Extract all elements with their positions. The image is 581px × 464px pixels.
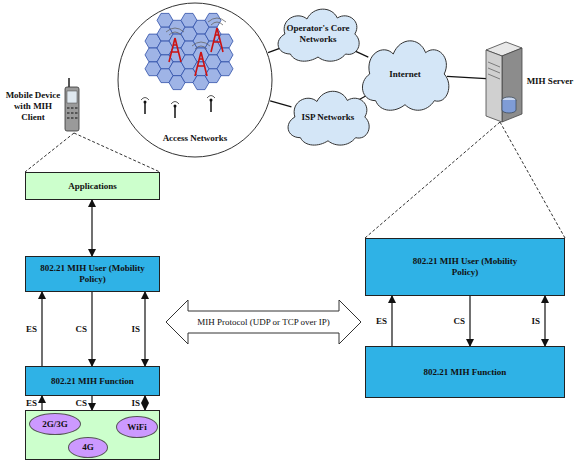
network-link [447,76,486,78]
dashed-leader [500,122,565,238]
radio-ellipse: WiFi [116,416,158,438]
service-arrow [144,396,145,410]
edge-label: MIH Protocol (UDP or TCP over IP) [197,317,330,327]
node-text: 802.21 MIH Function [51,376,134,387]
mih-box: 802.21 MIH User (Mobility Policy) [365,238,565,296]
network-cloud: ISP Networks [282,86,374,148]
node-text: Applications [68,181,117,192]
service-arrow [91,200,92,256]
edge-label: IS [130,398,141,408]
service-arrow [91,292,92,366]
service-arrow [544,296,545,346]
edge-label: IS [530,316,541,326]
node-text: Operator's Core Networks [283,23,353,45]
service-arrow [41,396,42,410]
service-arrow [391,296,392,346]
radio-ellipse: 2G/3G [29,413,81,435]
edge-label: ES [25,324,38,334]
service-arrow [91,396,92,410]
dashed-leader [25,133,74,172]
node-text: 802.21 MIH User (Mobility Policy) [410,256,520,278]
access-network-circle: Access Networks [117,2,273,158]
dashed-leader [365,122,500,238]
service-arrow [469,296,470,346]
service-arrow [144,292,145,366]
node-text: 2G/3G [42,419,68,430]
node-text: ISP Networks [302,112,355,123]
node-text: Access Networks [163,133,228,144]
node-text: 4G [82,442,94,453]
edge-label: CS [74,398,88,408]
edge-label: ES [25,398,38,408]
node-text: Mobile Device with MIH Client [2,90,64,122]
layer-box: 2G/3G WiFi 4G [25,410,160,460]
mih-box: 802.21 MIH User (Mobility Policy) [25,256,160,292]
node-text: Internet [389,69,421,80]
mih-box: 802.21 MIH Function [25,366,160,396]
mih-box: 802.21 MIH Function [365,346,565,398]
edge-label: ES [375,316,388,326]
layer-box: Applications [25,172,160,200]
node-text: 802.21 MIH Function [424,367,507,378]
radio-ellipse: 4G [68,437,108,458]
network-cloud: Operator's Core Networks [272,4,364,64]
network-cloud: Internet [356,34,454,114]
mobile-device: Mobile Device with MIH Client [2,78,84,134]
node-text: 802.21 MIH User (Mobility Policy) [32,263,153,285]
edge-label: CS [452,316,466,326]
network-link [270,101,291,107]
node-text: MIH Server [524,76,576,87]
node-text: WiFi [127,422,146,433]
edge-label: CS [74,324,88,334]
server-icon: MIH Server [476,38,578,124]
service-arrow [41,292,42,366]
edge-label: IS [130,324,141,334]
protocol-arrow [166,300,361,344]
